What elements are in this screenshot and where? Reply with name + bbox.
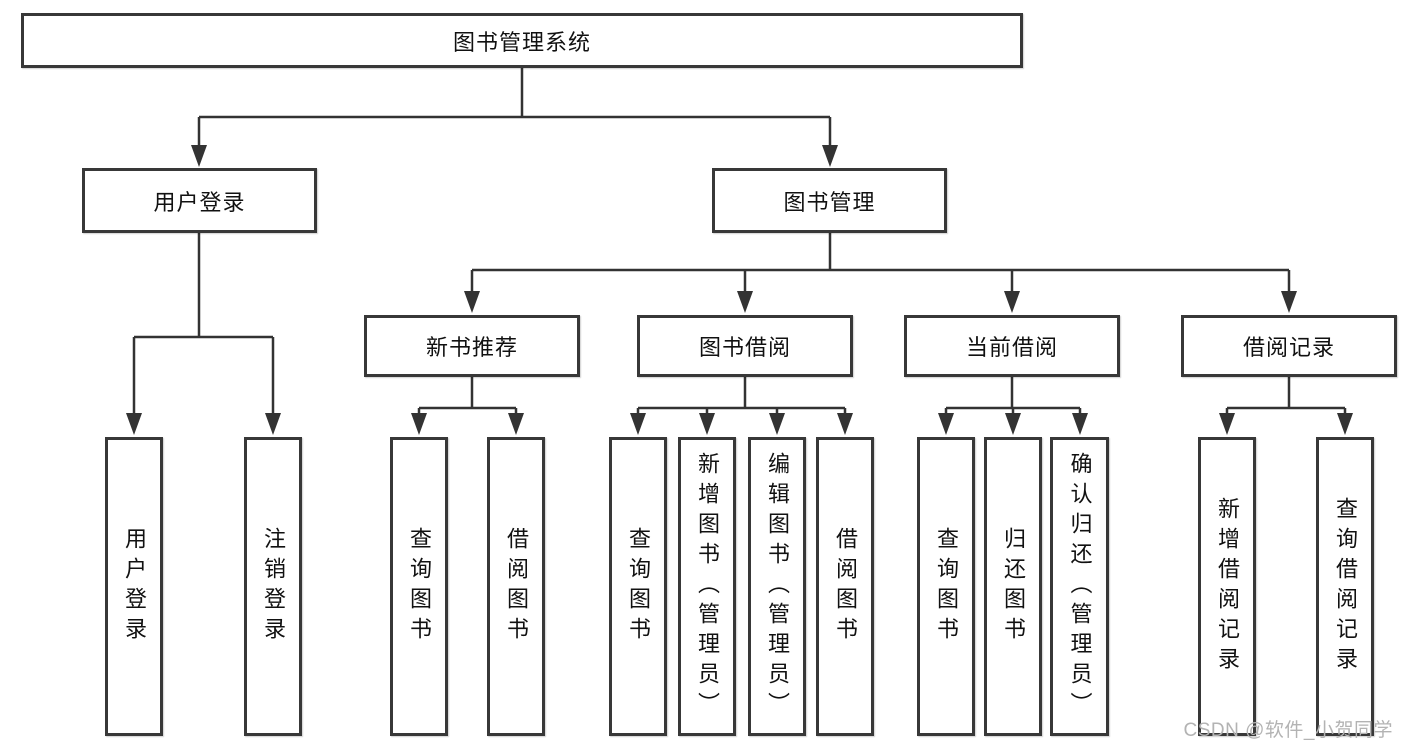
leaf-add-books-admin: 新增图书（管理员） xyxy=(678,437,736,736)
node-book-management: 图书管理 xyxy=(712,168,947,233)
leaf-return-books-label: 归还图书 xyxy=(1001,526,1026,647)
watermark: CSDN @软件_小贺同学 xyxy=(1183,720,1393,741)
leaf-add-borrow-record: 新增借阅记录 xyxy=(1198,437,1256,736)
node-current-borrow: 当前借阅 xyxy=(904,315,1120,377)
node-borrow-records-label: 借阅记录 xyxy=(1242,335,1335,360)
node-book-management-label: 图书管理 xyxy=(783,189,876,215)
leaf-query-borrow-record-label: 查询借阅记录 xyxy=(1333,496,1358,677)
leaf-add-books-admin-label: 新增图书（管理员） xyxy=(695,451,720,722)
leaf-confirm-return-admin: 确认归还（管理员） xyxy=(1050,437,1109,736)
leaf-confirm-return-admin-label: 确认归还（管理员） xyxy=(1067,451,1093,722)
node-new-book-recommend: 新书推荐 xyxy=(364,315,580,377)
connector-path xyxy=(132,68,1347,416)
leaf-query-books-recommend-label: 查询图书 xyxy=(407,526,432,647)
node-user-login: 用户登录 xyxy=(82,168,317,233)
leaf-borrow-books-recommend-label: 借阅图书 xyxy=(504,526,529,647)
leaf-logout: 注销登录 xyxy=(244,437,302,736)
node-current-borrow-label: 当前借阅 xyxy=(965,335,1058,360)
leaf-query-borrow-record: 查询借阅记录 xyxy=(1316,437,1374,736)
node-root-label: 图书管理系统 xyxy=(452,29,591,55)
leaf-edit-books-admin-label: 编辑图书（管理员） xyxy=(765,451,790,722)
node-root: 图书管理系统 xyxy=(21,13,1023,68)
leaf-add-borrow-record-label: 新增借阅记录 xyxy=(1215,496,1240,677)
leaf-query-books-current: 查询图书 xyxy=(917,437,975,736)
leaf-logout-label: 注销登录 xyxy=(261,526,286,647)
leaf-edit-books-admin: 编辑图书（管理员） xyxy=(748,437,806,736)
node-borrow-records: 借阅记录 xyxy=(1181,315,1397,377)
leaf-query-books-current-label: 查询图书 xyxy=(934,526,959,647)
node-book-borrow: 图书借阅 xyxy=(637,315,853,377)
leaf-user-login-label: 用户登录 xyxy=(122,526,147,647)
node-new-book-recommend-label: 新书推荐 xyxy=(425,335,518,360)
node-user-login-label: 用户登录 xyxy=(153,189,246,215)
leaf-return-books: 归还图书 xyxy=(984,437,1042,736)
leaf-query-books-recommend: 查询图书 xyxy=(390,437,448,736)
leaf-user-login: 用户登录 xyxy=(105,437,163,736)
leaf-borrow-books-label: 借阅图书 xyxy=(833,526,858,647)
leaf-query-books-borrow-label: 查询图书 xyxy=(626,526,651,647)
leaf-borrow-books-recommend: 借阅图书 xyxy=(487,437,545,736)
leaf-query-books-borrow: 查询图书 xyxy=(609,437,667,736)
leaf-borrow-books: 借阅图书 xyxy=(816,437,874,736)
node-book-borrow-label: 图书借阅 xyxy=(698,335,791,360)
